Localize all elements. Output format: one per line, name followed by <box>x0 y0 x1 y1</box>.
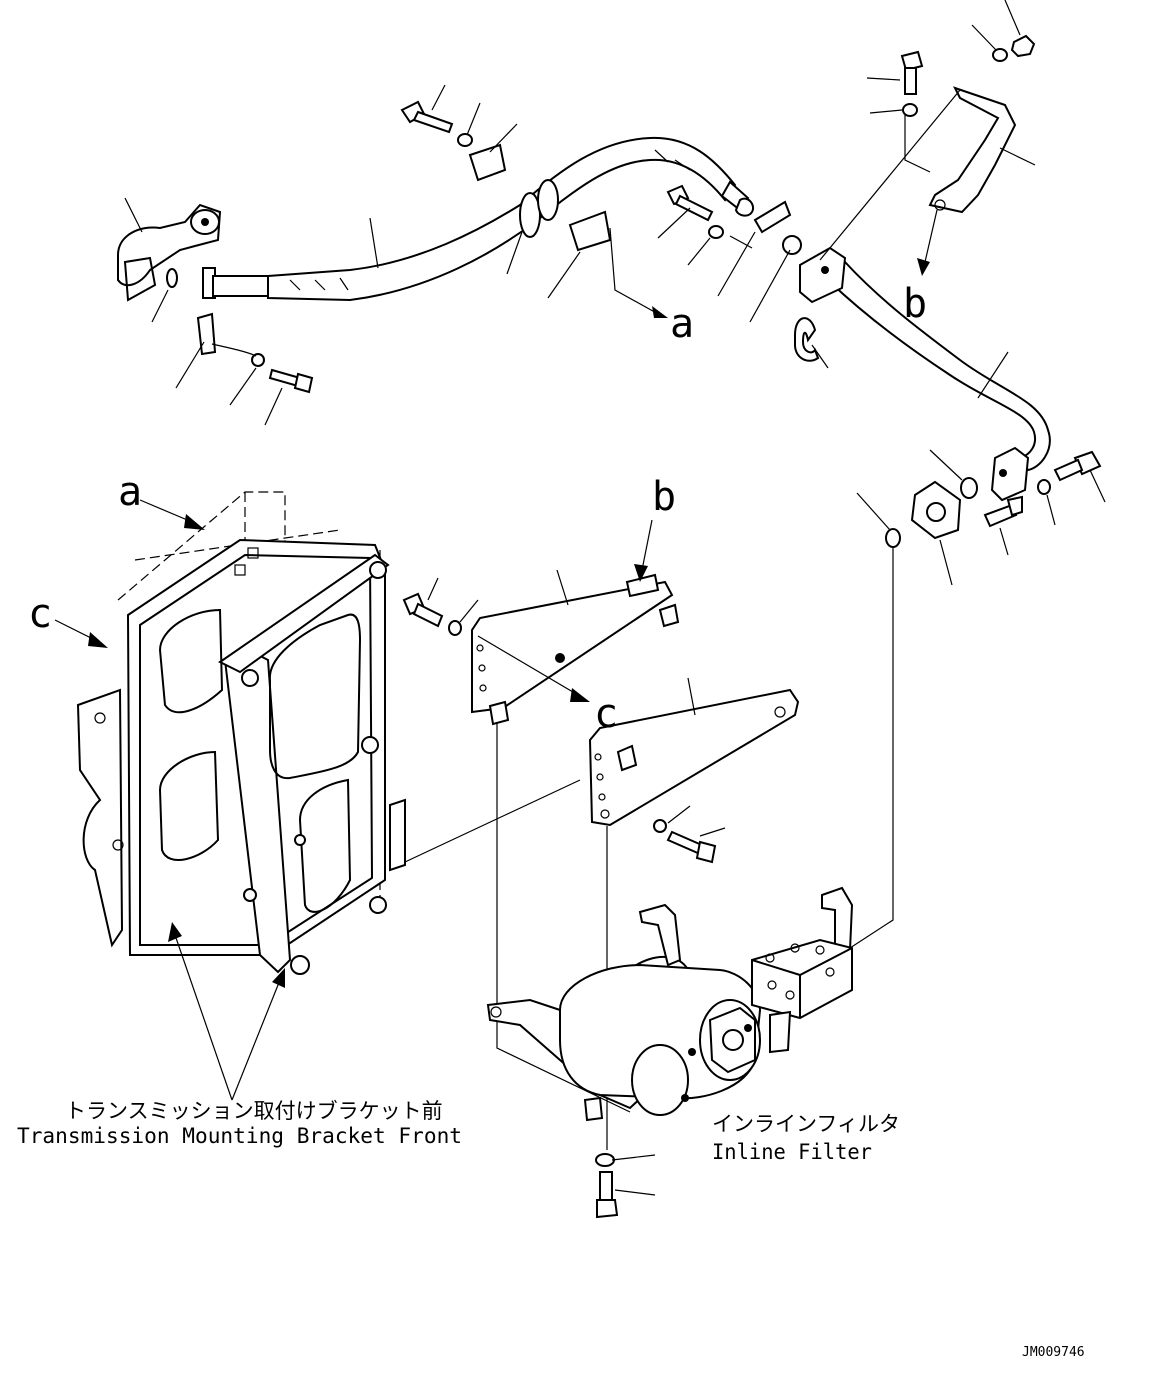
clamp-top <box>468 143 507 182</box>
washer <box>595 1153 615 1167</box>
inline-filter <box>486 886 854 1122</box>
nut <box>1010 34 1036 58</box>
bolt <box>983 495 1023 528</box>
bolt <box>402 592 444 628</box>
o-ring <box>782 235 802 255</box>
transmission-label-en: Transmission Mounting Bracket Front <box>17 1124 462 1148</box>
callout-c-frame: c <box>28 591 52 637</box>
tube-bracket <box>928 86 1017 214</box>
bolt <box>666 830 717 864</box>
clamp-bottom <box>568 210 612 252</box>
washer <box>902 103 918 117</box>
hydraulic-tube <box>829 260 1051 472</box>
bolt <box>1053 450 1102 482</box>
washer <box>448 620 462 636</box>
o-ring <box>166 268 178 288</box>
filter-brackets <box>402 519 800 1219</box>
washer <box>653 819 667 833</box>
transmission-label-jp: トランスミッション取付けブラケット前 <box>65 1099 443 1123</box>
elbow-fitting <box>117 203 222 302</box>
filter-label-jp: インラインフィルタ <box>712 1112 900 1136</box>
u-clamp <box>794 317 820 362</box>
callout-c-bracket: c <box>594 691 618 737</box>
tube-assembly <box>749 0 1106 949</box>
split-flange-plate <box>910 480 962 540</box>
spacer-block <box>488 700 510 726</box>
hose-end-fitting <box>202 267 269 299</box>
drawing-number: JM009746 <box>1022 1345 1085 1360</box>
transmission-bracket <box>54 491 581 1101</box>
filter-label-en: Inline Filter <box>712 1140 872 1164</box>
upper-bracket <box>471 580 674 714</box>
split-flange <box>753 200 792 234</box>
o-ring <box>885 528 901 548</box>
callout-a-frame: a <box>118 469 142 515</box>
washer <box>251 353 265 367</box>
lower-bracket <box>588 688 800 827</box>
tube-flange <box>990 446 1030 502</box>
bolt <box>596 1171 619 1219</box>
manifold-block <box>751 938 853 1020</box>
callout-b-top: b <box>903 281 927 327</box>
washer <box>992 48 1008 62</box>
callout-a-top: a <box>670 301 694 347</box>
bolt <box>268 368 314 394</box>
callout-b-bracket: b <box>652 474 676 520</box>
frame-bolt <box>241 669 259 687</box>
o-ring <box>960 477 978 499</box>
bolt <box>400 100 454 134</box>
hose-sleeve <box>519 192 541 238</box>
washer <box>1037 479 1051 495</box>
washer <box>708 225 724 239</box>
bolt <box>666 184 714 222</box>
hose-assembly <box>117 84 792 426</box>
washer <box>457 133 473 147</box>
bolt <box>900 50 924 95</box>
